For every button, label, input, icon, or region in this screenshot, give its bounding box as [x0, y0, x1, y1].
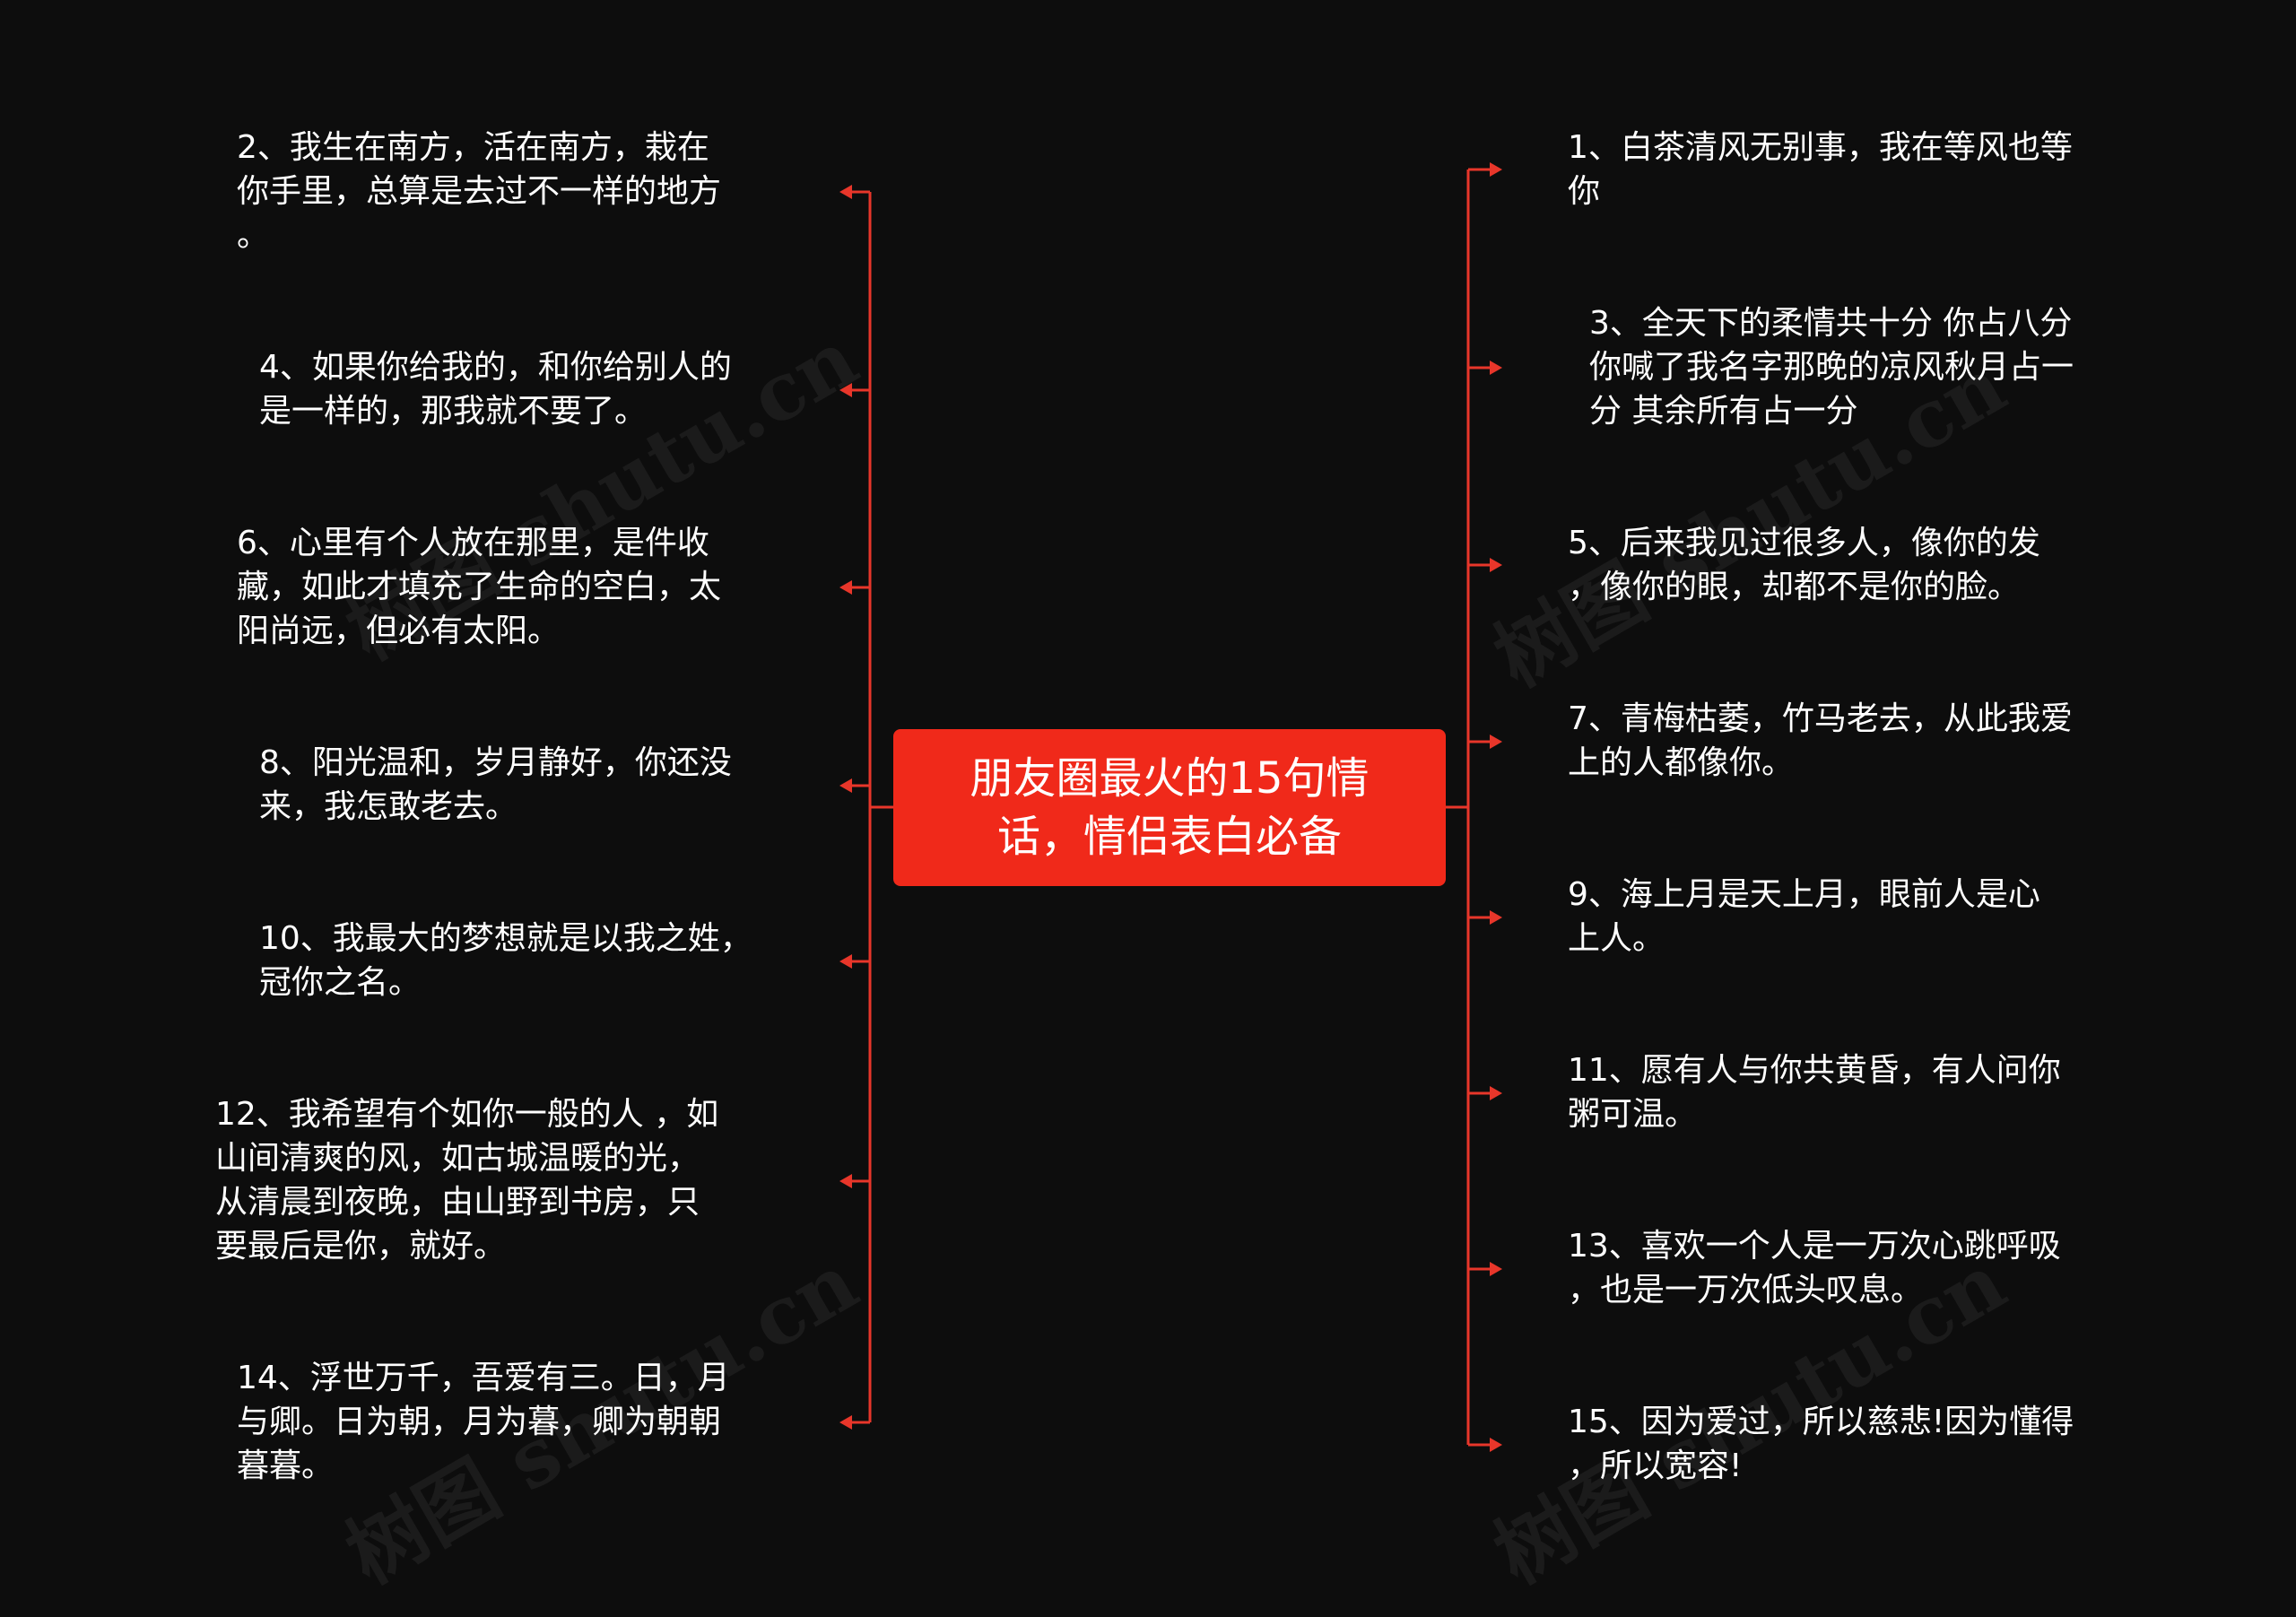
left-arrow-icon: [839, 383, 852, 397]
left-arrow-icon: [839, 954, 852, 969]
right-arrow-icon: [1490, 1262, 1502, 1276]
left-branch-item[interactable]: 6、心里有个人放在那里，是件收 藏，如此才填充了生命的空白，太 阳尚远，但必有太…: [237, 525, 722, 649]
left-arrow-icon: [839, 580, 852, 595]
right-arrow-icon: [1490, 1438, 1502, 1452]
right-branch-item[interactable]: 9、海上月是天上月，眼前人是心 上人。: [1568, 876, 2040, 957]
left-branch-item[interactable]: 4、如果你给我的，和你给别人的 是一样的，那我就不要了。: [259, 349, 732, 430]
right-arrow-icon: [1490, 361, 1502, 375]
left-branch-item[interactable]: 8、阳光温和，岁月静好，你还没 来，我怎敢老去。: [259, 744, 732, 825]
left-arrow-icon: [839, 1415, 852, 1430]
right-branch-item[interactable]: 3、全天下的柔情共十分 你占八分 你喊了我名字那晚的凉风秋月占一 分 其余所有占…: [1589, 305, 2074, 430]
right-arrow-icon: [1490, 910, 1502, 925]
left-arrow-icon: [839, 185, 852, 199]
right-branch-item[interactable]: 13、喜欢一个人是一万次心跳呼吸 ，也是一万次低头叹息。: [1568, 1228, 2061, 1308]
left-branch-item[interactable]: 2、我生在南方，活在南方，栽在 你手里，总算是去过不一样的地方 。: [237, 129, 722, 254]
right-arrow-icon: [1490, 735, 1502, 749]
central-topic[interactable]: 朋友圈最火的15句情话，情侣表白必备: [893, 729, 1446, 886]
left-branch-item[interactable]: 10、我最大的梦想就是以我之姓， 冠你之名。: [259, 920, 752, 1001]
right-arrow-icon: [1490, 558, 1502, 572]
left-branch-item[interactable]: 14、浮世万千，吾爱有三。日，月 与卿。日为朝，月为暮，卿为朝朝 暮暮。: [237, 1360, 730, 1484]
right-branch-item[interactable]: 7、青梅枯萎，竹马老去，从此我爱 上的人都像你。: [1568, 700, 2073, 781]
right-branch-item[interactable]: 1、白茶清风无别事，我在等风也等 你: [1568, 129, 2073, 210]
left-arrow-icon: [839, 778, 852, 793]
right-arrow-icon: [1490, 162, 1502, 177]
right-branch-item[interactable]: 5、后来我见过很多人，像你的发 ，像你的眼，却都不是你的脸。: [1568, 525, 2040, 605]
right-branch-item[interactable]: 11、愿有人与你共黄昏，有人问你 粥可温。: [1568, 1052, 2061, 1133]
central-topic-label: 朋友圈最火的15句情话，情侣表白必备: [970, 752, 1370, 862]
left-arrow-icon: [839, 1174, 852, 1188]
right-branch-item[interactable]: 15、因为爱过，所以慈悲!因为懂得 ，所以宽容!: [1568, 1404, 2074, 1484]
right-arrow-icon: [1490, 1086, 1502, 1100]
left-branch-item[interactable]: 12、我希望有个如你一般的人 ，如 山间清爽的风，如古城温暖的光， 从清晨到夜晚…: [215, 1096, 719, 1265]
